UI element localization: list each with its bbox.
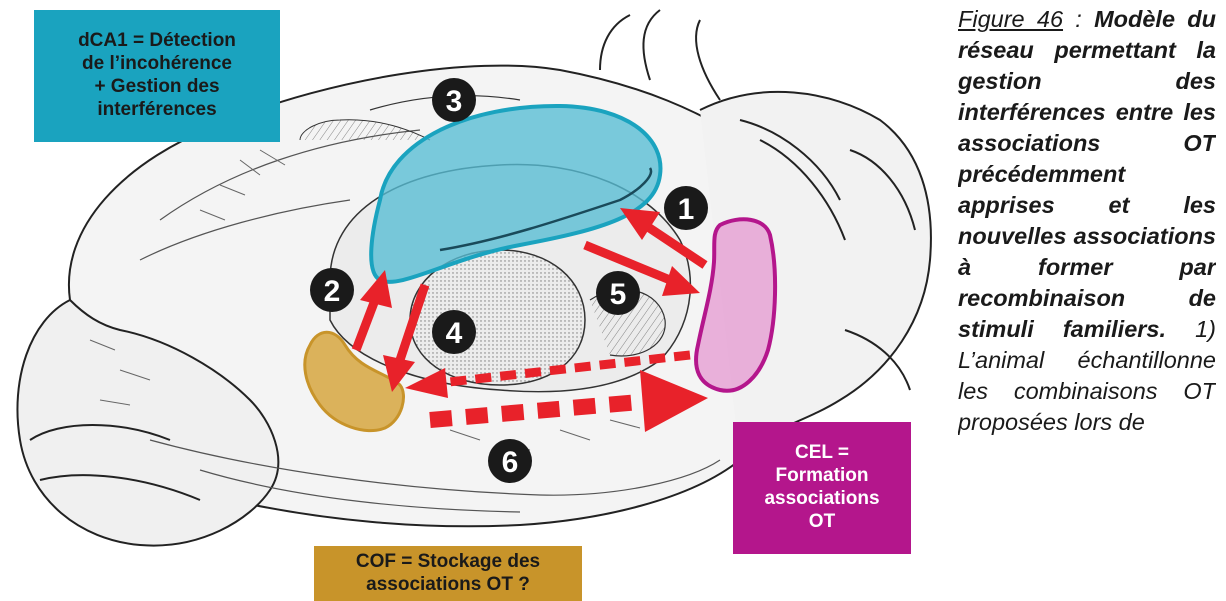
dca1-label-text: dCA1 = Détection de l’incohérence + Gest…: [78, 30, 236, 121]
step-1-marker: 1: [664, 186, 708, 230]
step-4-label: 4: [446, 317, 463, 350]
figure-caption: Figure 46 : Modèle du réseau permettant …: [958, 4, 1216, 601]
cel-label-text: CEL = Formation associations OT: [764, 442, 879, 533]
cof-label-box: COF = Stockage des associations OT ?: [314, 546, 582, 601]
cof-label-text: COF = Stockage des associations OT ?: [356, 551, 540, 597]
step-2-label: 2: [324, 275, 341, 308]
caption-separator: :: [1063, 6, 1094, 32]
step-5-label: 5: [610, 278, 627, 311]
step-2-marker: 2: [310, 268, 354, 312]
step-6-label: 6: [502, 446, 519, 479]
caption-title: Modèle du réseau permettant la gestion d…: [958, 6, 1216, 342]
step-5-marker: 5: [596, 271, 640, 315]
figure-label: Figure 46: [958, 6, 1063, 32]
step-1-label: 1: [678, 193, 695, 226]
cel-label-box: CEL = Formation associations OT: [733, 422, 911, 554]
step-6-marker: 6: [488, 439, 532, 483]
dca1-label-box: dCA1 = Détection de l’incohérence + Gest…: [34, 10, 280, 142]
step-4-marker: 4: [432, 310, 476, 354]
step-3-label: 3: [446, 85, 463, 118]
step-3-marker: 3: [432, 78, 476, 122]
